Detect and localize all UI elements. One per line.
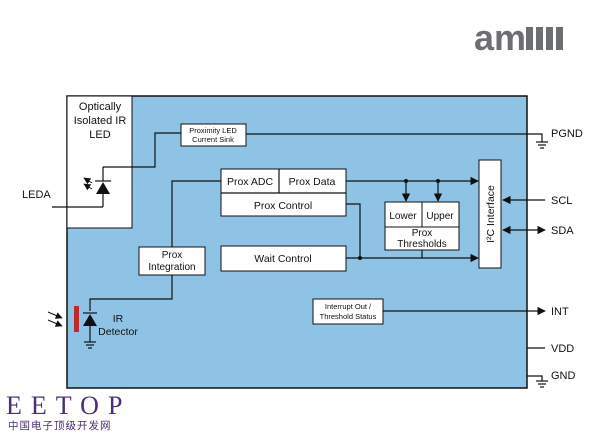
- pin-pgnd-label: PGND: [551, 128, 583, 140]
- i2c-interface-block: [478, 159, 502, 269]
- ir-detector-line1: IR: [113, 313, 124, 325]
- wait-control-block: [220, 245, 347, 272]
- thresholds-line2: Thresholds: [397, 239, 446, 250]
- led-label-line3: LED: [89, 129, 110, 141]
- led-sink-line1: Proximity LED: [189, 126, 237, 135]
- watermark-brand: EETOP: [6, 391, 131, 420]
- threshold-lower-label: Lower: [389, 211, 417, 222]
- led-block: [66, 95, 133, 229]
- prox-data-label: Prox Data: [289, 176, 336, 188]
- interrupt-line1: Interrupt Out /: [325, 302, 372, 311]
- i2c-interface-label: I²C Interface: [485, 185, 497, 243]
- led-label-line1: Optically: [79, 101, 122, 113]
- thresholds-line1: Prox: [412, 228, 433, 239]
- ams-logo: am: [474, 17, 563, 58]
- logo-text: am: [474, 17, 526, 58]
- ir-window-bar: [74, 306, 79, 332]
- pgnd-wire: [246, 133, 543, 142]
- gnd-wire: [527, 375, 543, 381]
- pin-int-label: INT: [551, 306, 569, 318]
- prox-adc-label: Prox ADC: [227, 176, 274, 188]
- pin-sda-label: SDA: [551, 225, 574, 237]
- incoming-light-icon: [47, 311, 63, 327]
- prox-control-label: Prox Control: [254, 200, 312, 212]
- pin-leda-label: LEDA: [22, 189, 51, 201]
- led-label-line2: Isolated IR: [74, 115, 127, 127]
- prox-integration-line2: Integration: [148, 262, 195, 273]
- logo-s-mark: [526, 27, 563, 50]
- pgnd-ground-icon: [536, 141, 548, 149]
- prox-control-wire: [346, 203, 361, 258]
- threshold-upper-label: Upper: [426, 211, 454, 222]
- pin-scl-label: SCL: [551, 195, 572, 207]
- ir-detector-line2: Detector: [98, 326, 138, 338]
- integration-to-adc-wire: [171, 180, 221, 247]
- pin-gnd-label: GND: [551, 370, 576, 382]
- pin-vdd-label: VDD: [551, 343, 574, 355]
- watermark-subtitle: 中国电子顶级开发网: [8, 419, 112, 432]
- interrupt-line2: Threshold Status: [320, 312, 377, 321]
- prox-integration-line1: Prox: [162, 250, 183, 261]
- wait-control-label: Wait Control: [254, 253, 311, 265]
- led-current-sink-block: [180, 123, 247, 147]
- ir-detector-diode-icon: [83, 312, 97, 349]
- interrupt-block: [312, 298, 384, 325]
- detector-to-integration-wire: [89, 275, 173, 311]
- led-to-sink-wire: [103, 132, 181, 168]
- led-sink-line2: Current Sink: [192, 135, 234, 144]
- gnd-ground-icon: [536, 380, 548, 388]
- led-diode-icon: [83, 167, 111, 207]
